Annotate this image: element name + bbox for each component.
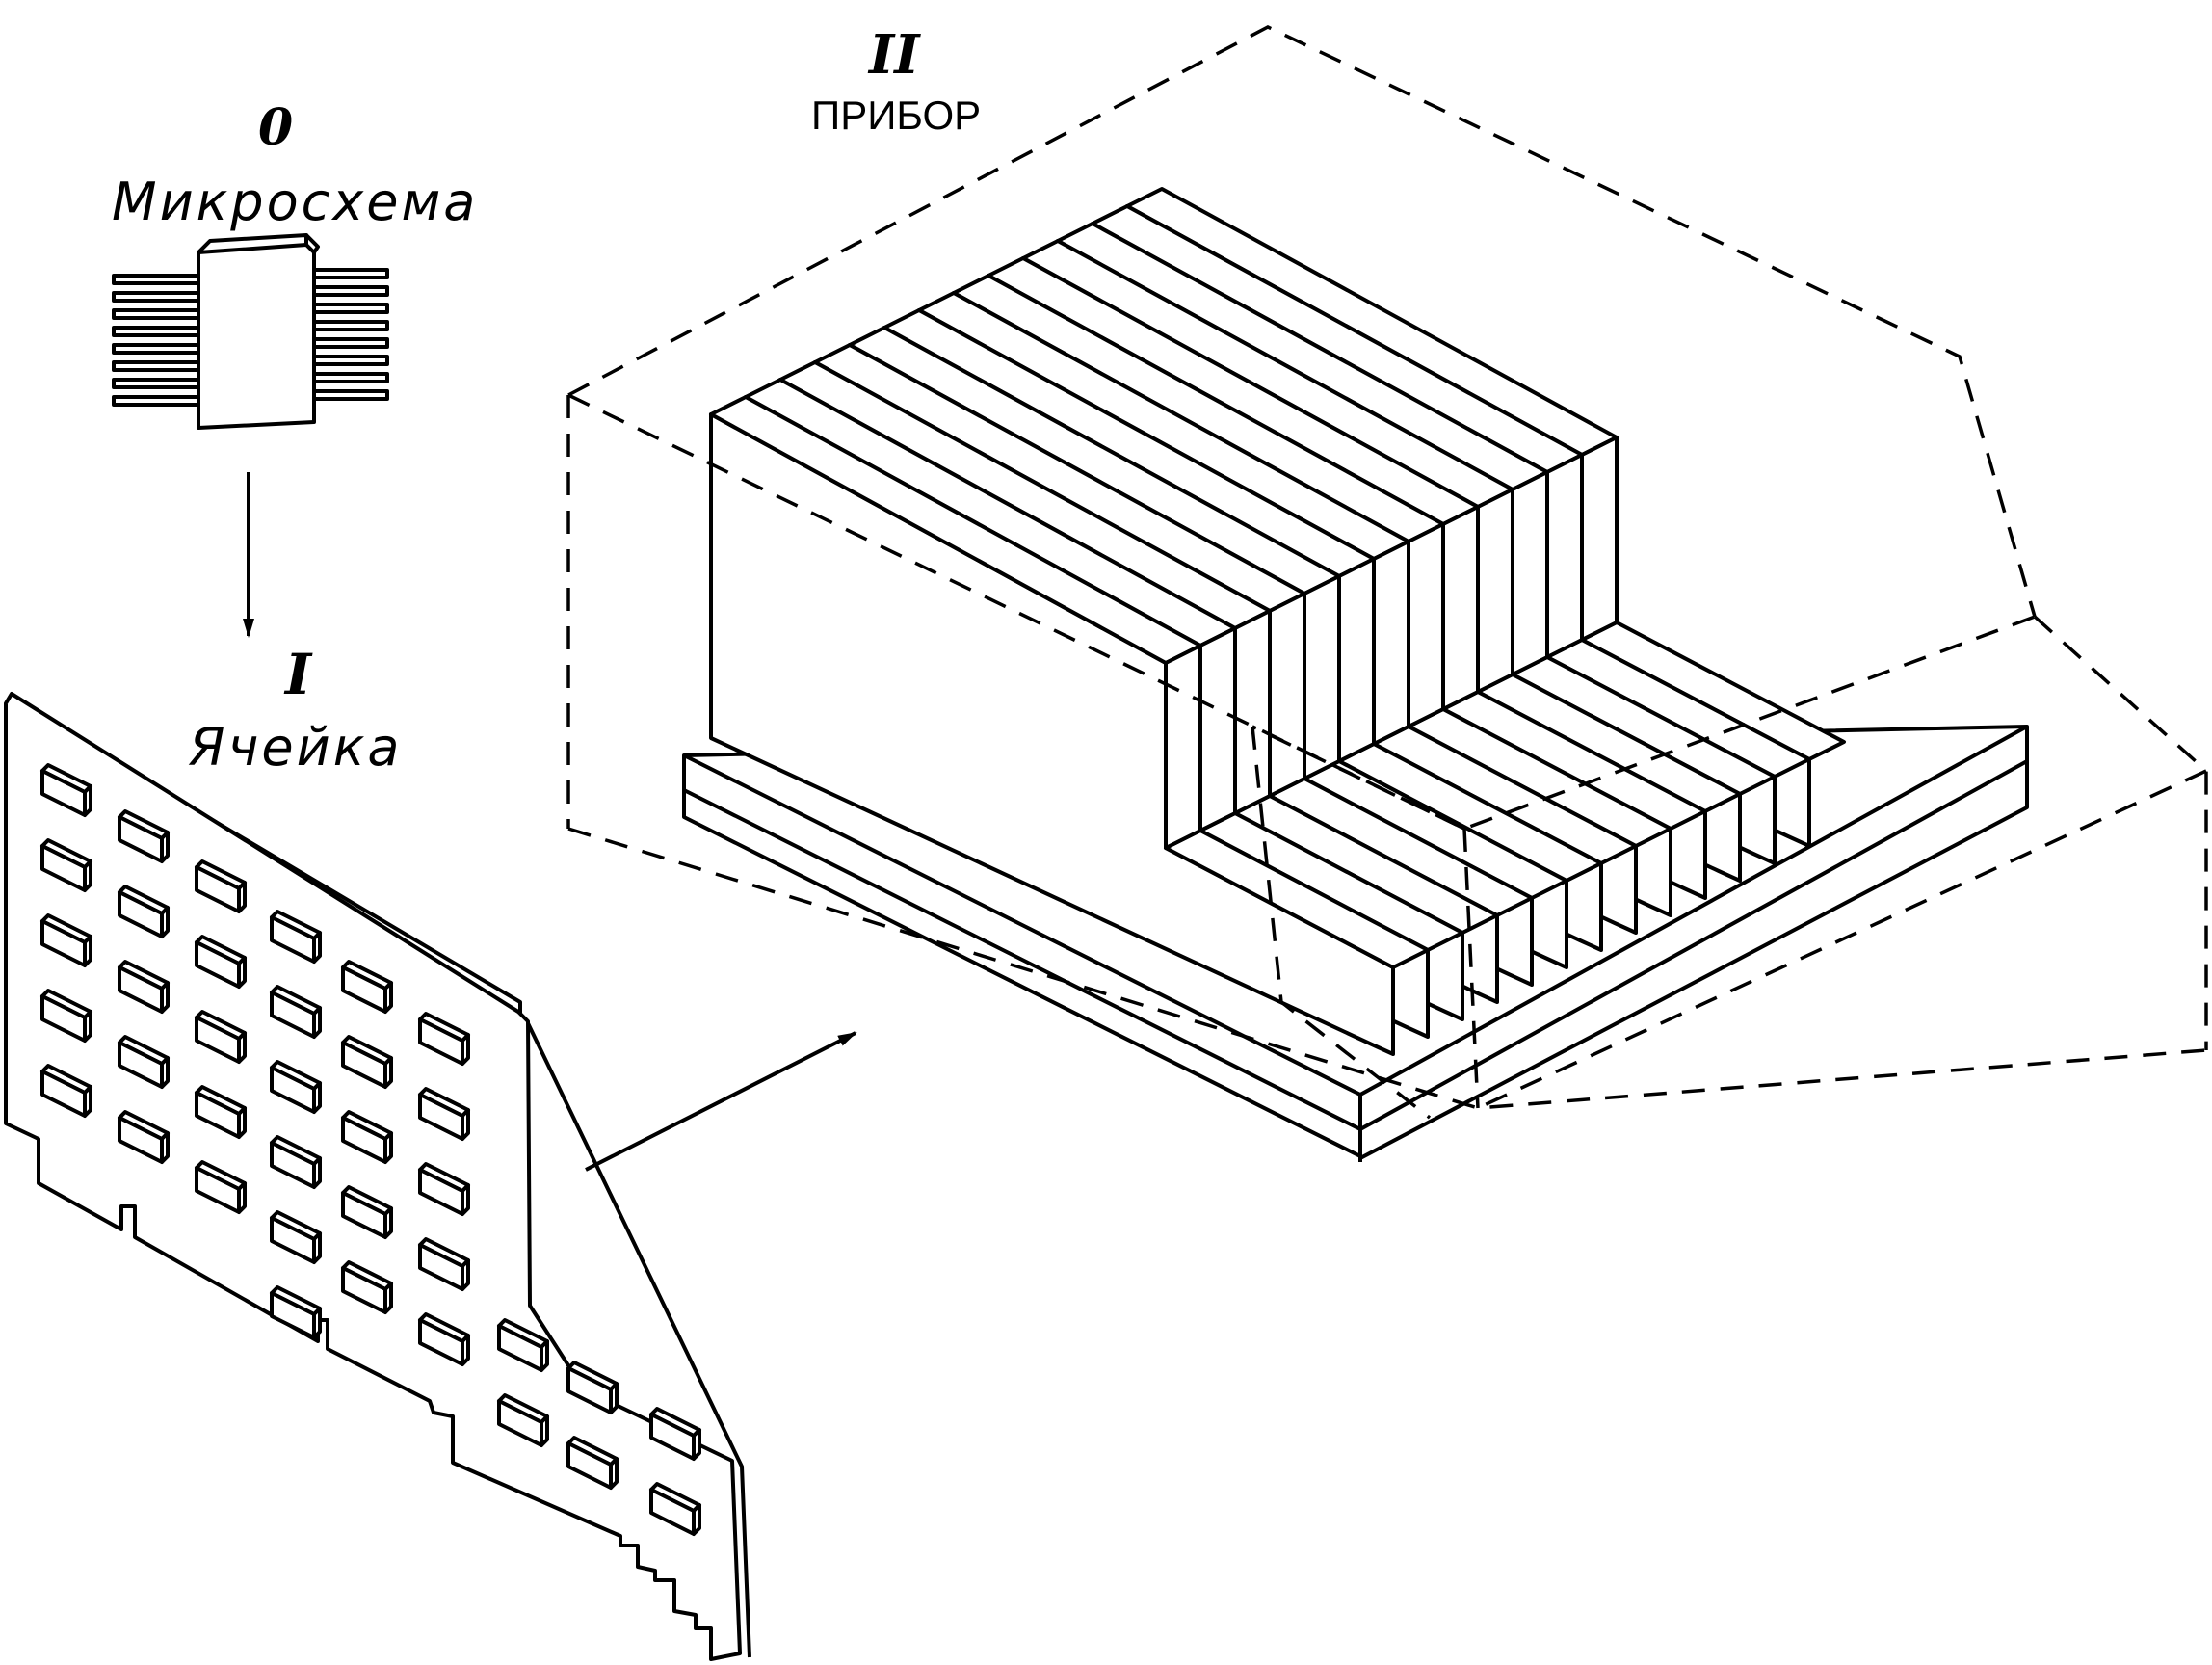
board-chip	[40, 838, 92, 892]
board-chip	[418, 1162, 470, 1216]
chip-pin-right	[312, 268, 389, 279]
board-chip	[418, 1012, 470, 1066]
chip-pin-right	[312, 285, 389, 297]
chip-pin-left	[112, 378, 200, 389]
chip-pin-left	[112, 274, 200, 285]
board-chip	[270, 985, 322, 1039]
chip-pin-right	[312, 320, 389, 331]
board-chip	[649, 1482, 701, 1536]
chip-pin-left	[112, 326, 200, 337]
chip-pin-left	[112, 308, 200, 320]
board-chip	[118, 885, 170, 938]
board-chip	[341, 1260, 393, 1314]
chip-pin-left	[112, 291, 200, 303]
rack-board	[709, 395, 1430, 1056]
board-chip	[270, 910, 322, 964]
board-chip	[341, 1110, 393, 1164]
board-chip	[418, 1087, 470, 1141]
board-chip	[270, 1060, 322, 1114]
chip-pin-right	[312, 355, 389, 366]
chip-pin-right	[312, 389, 389, 401]
board-chip	[40, 763, 92, 817]
chip-pin-left	[112, 395, 200, 407]
stage-1-numeral: I	[285, 642, 312, 707]
board-chip	[418, 1237, 470, 1291]
board-chip	[195, 935, 247, 989]
board-chip	[118, 1110, 170, 1164]
board-chip	[118, 960, 170, 1014]
board-chip	[195, 1160, 247, 1214]
board-chip	[118, 809, 170, 863]
chip-pin-left	[112, 360, 200, 372]
board-chip	[195, 1085, 247, 1139]
board-chip	[40, 913, 92, 967]
board-chip	[649, 1407, 701, 1461]
board-chip	[341, 1035, 393, 1089]
board-chip	[497, 1393, 549, 1447]
board-chip	[566, 1361, 619, 1414]
chip-pin-right	[312, 337, 389, 349]
board-chip	[40, 1064, 92, 1118]
board-chip	[118, 1035, 170, 1089]
chip-pin-right	[312, 303, 389, 314]
microchip-icon	[112, 233, 389, 430]
board-chip	[341, 960, 393, 1014]
board-chip	[497, 1318, 549, 1372]
device-rack-icon	[566, 25, 2208, 1162]
board-chip	[341, 1185, 393, 1239]
board-chip	[270, 1135, 322, 1189]
board-chip	[195, 859, 247, 913]
stage-2-name: ПРИБОР	[811, 92, 982, 138]
chip-pin-right	[312, 372, 389, 383]
arrow-right-icon	[585, 1031, 857, 1172]
board-chip	[566, 1436, 619, 1490]
stage-1-name: Ячейка	[189, 717, 403, 778]
stage-2-numeral: II	[869, 23, 920, 87]
board-chip	[270, 1210, 322, 1264]
board-chip	[195, 1010, 247, 1064]
stage-0-name: Микросхема	[112, 172, 479, 232]
chip-pin-left	[112, 343, 200, 355]
stage-0-numeral: 0	[258, 98, 294, 157]
board-chip	[40, 989, 92, 1043]
board-chip	[418, 1312, 470, 1366]
board-chip	[270, 1285, 322, 1339]
circuit-board-icon	[4, 692, 751, 1661]
